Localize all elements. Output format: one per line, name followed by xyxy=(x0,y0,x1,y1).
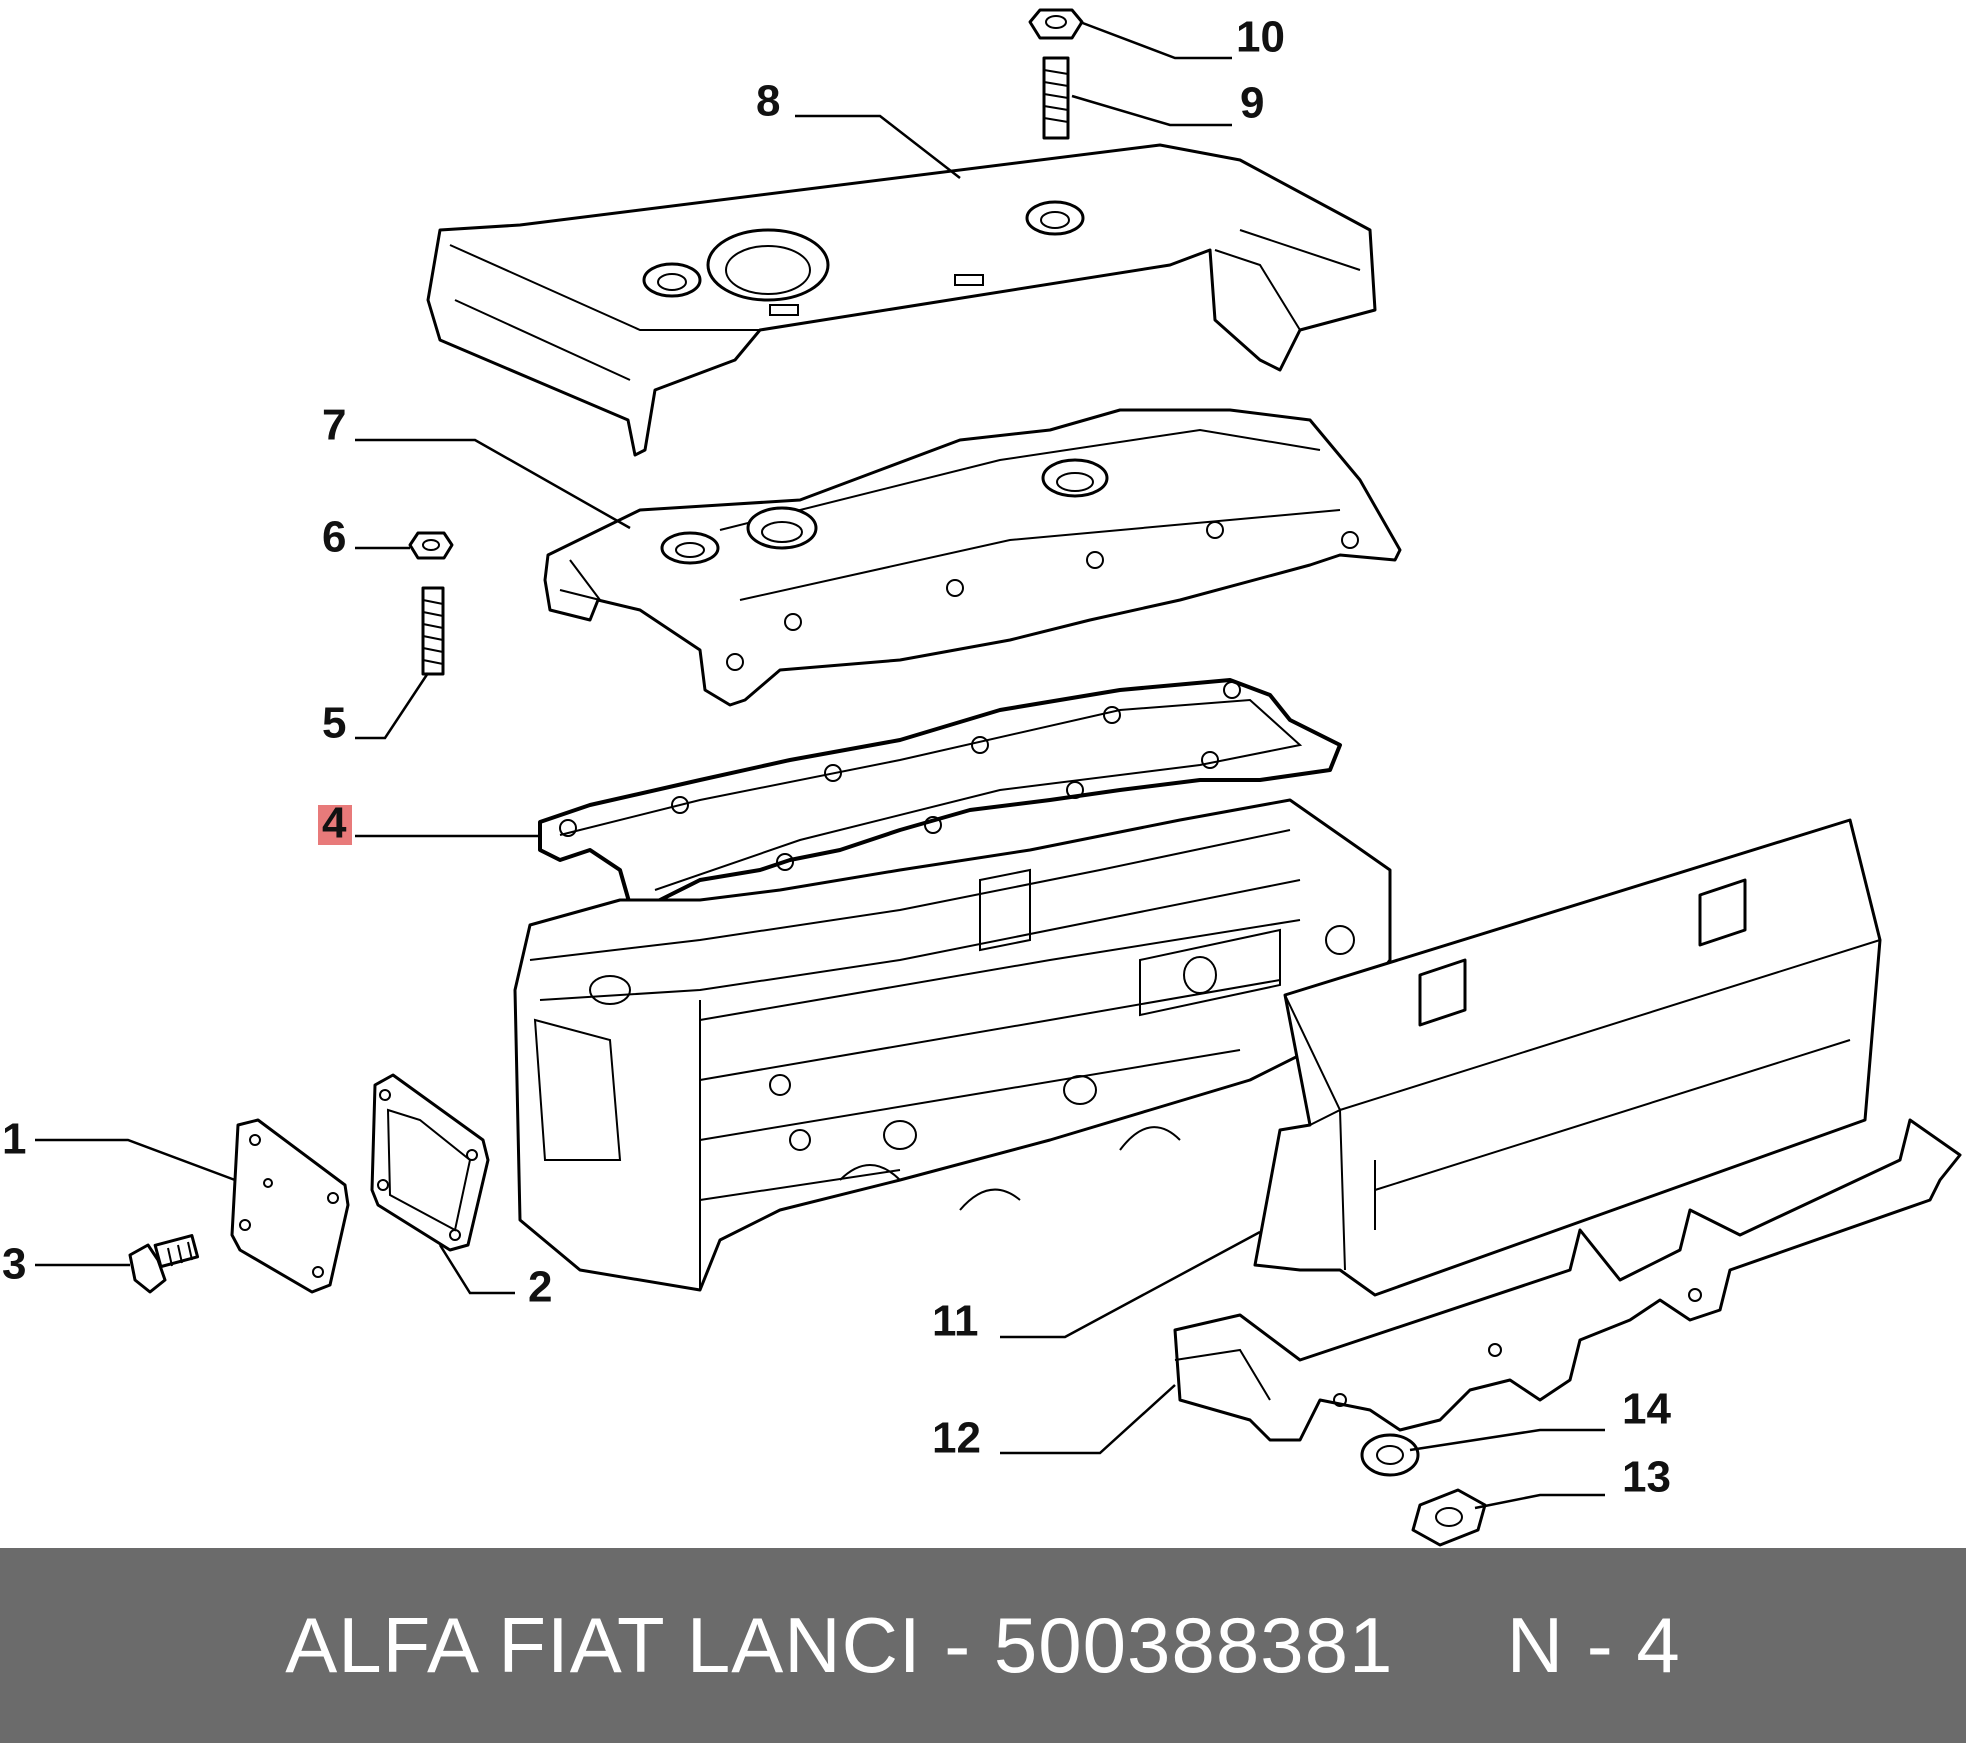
callout-11: 11 xyxy=(932,1297,979,1346)
callout-12: 12 xyxy=(932,1414,981,1463)
bolt-part-3 xyxy=(128,1234,200,1294)
valve-cover-part-7 xyxy=(543,408,1402,707)
callout-highlight xyxy=(318,805,352,845)
exploded-parts-diagram: 1 2 3 4 5 6 7 8 9 10 11 12 13 14 xyxy=(2,8,1962,1547)
footer-separator: - xyxy=(921,1601,994,1689)
footer-brand: ALFA FIAT LANCI xyxy=(285,1601,922,1689)
stud-part-9 xyxy=(1042,56,1070,140)
callout-8: 8 xyxy=(756,77,780,126)
callout-10: 10 xyxy=(1236,13,1285,62)
callout-4: 4 xyxy=(322,799,347,848)
footer-position: N - 4 xyxy=(1506,1601,1681,1689)
nut-part-13 xyxy=(1411,1488,1487,1547)
lower-bracket-part-12 xyxy=(1173,1118,1962,1442)
footer-gap xyxy=(1393,1600,1506,1691)
footer-part-number: 500388381 xyxy=(993,1601,1394,1689)
callout-2: 2 xyxy=(528,1263,552,1312)
callout-numbers: 1 2 3 4 5 6 7 8 9 10 11 12 13 14 xyxy=(2,13,1671,1502)
callout-1: 1 xyxy=(2,1115,26,1164)
callout-9: 9 xyxy=(1240,79,1264,128)
washer-part-14 xyxy=(1360,1433,1420,1477)
nut-part-6 xyxy=(408,531,454,560)
callout-13: 13 xyxy=(1622,1453,1671,1502)
plate-gasket-part-2 xyxy=(370,1073,490,1252)
stud-part-5 xyxy=(421,586,445,676)
leader-lines xyxy=(35,20,1605,1510)
callout-3: 3 xyxy=(2,1240,26,1289)
callout-5: 5 xyxy=(322,699,346,748)
callout-7: 7 xyxy=(322,401,346,450)
cylinder-head xyxy=(513,798,1392,1292)
callout-14: 14 xyxy=(1622,1385,1671,1434)
heat-shield-part-11 xyxy=(1253,818,1882,1297)
nut-part-10 xyxy=(1028,8,1084,40)
cover-plate-part-1 xyxy=(230,1118,350,1294)
engine-cover-part-8 xyxy=(426,143,1377,457)
callout-6: 6 xyxy=(322,513,346,562)
part-info-footer: ALFA FIAT LANCI - 500388381 N - 4 xyxy=(0,1548,1966,1743)
